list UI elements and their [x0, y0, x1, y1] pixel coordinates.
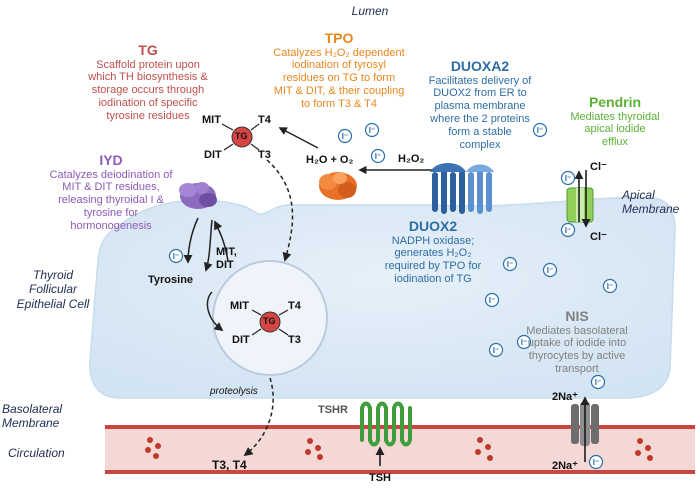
- iyd-enzyme: [179, 182, 217, 209]
- iodide-ion-label: I⁻: [489, 296, 495, 305]
- tshr-label: TSHR: [318, 404, 348, 416]
- iodide-ion-label: I⁻: [375, 152, 381, 161]
- iodide-ion: I⁻: [588, 454, 604, 470]
- circulation-label: Circulation: [8, 446, 65, 460]
- iodide-ion: I⁻: [560, 170, 576, 186]
- iodide-ion-label: I⁻: [565, 226, 571, 235]
- tyrosine-recycle-arrow: [206, 291, 224, 332]
- iodide-ion: I⁻: [532, 122, 548, 138]
- iodide-ion-label: I⁻: [537, 126, 543, 135]
- pendrin-title: Pendrin: [588, 94, 642, 110]
- tg-ball-lumen: [231, 126, 253, 148]
- tg-ball-label-vesicle: TG: [263, 316, 276, 326]
- tpo-enzyme: [319, 172, 357, 200]
- pendrin-transporter: [566, 170, 594, 228]
- mit-dit-label: MIT,DIT: [216, 246, 237, 271]
- iodide-ion-label: I⁻: [493, 346, 499, 355]
- t3-t4-secreted-label: T3, T4: [212, 458, 247, 472]
- iodide-ion: I⁻: [364, 122, 380, 138]
- cl-label-bottom: Cl⁻: [590, 231, 607, 243]
- iodide-ion-label: I⁻: [507, 260, 513, 269]
- tyrosine-label: Tyrosine: [148, 274, 194, 286]
- iodide-ion-label: I⁻: [173, 252, 179, 261]
- tg-title: TG: [138, 42, 158, 58]
- iodide-ion: I⁻: [502, 256, 518, 272]
- duox2-duoxa2-complex: [430, 163, 494, 214]
- nis-transporter: [571, 396, 599, 462]
- secretion-arrow: [243, 377, 274, 457]
- iodide-ion: I⁻: [542, 262, 558, 278]
- iodide-ion-label: I⁻: [607, 282, 613, 291]
- iodide-ion-label: I⁻: [547, 266, 553, 275]
- nis-title: NIS: [565, 308, 589, 324]
- lumen-label: Lumen: [351, 4, 389, 18]
- mit-label-vesicle: MIT: [230, 300, 249, 312]
- t3-label-vesicle: T3: [288, 334, 301, 346]
- tpo-to-tg-arrow: [278, 127, 319, 149]
- tpo-title: TPO: [324, 30, 354, 46]
- iodide-ion-label: I⁻: [369, 126, 375, 135]
- iodide-ion: I⁻: [602, 278, 618, 294]
- duoxa2-title: DUOXA2: [450, 58, 510, 74]
- iodide-ion: I⁻: [590, 374, 606, 390]
- proteolysis-label: proteolysis: [210, 386, 258, 397]
- mit-label-lumen: MIT: [202, 114, 221, 126]
- iodide-ion: I⁻: [337, 128, 353, 144]
- iodide-ion-label: I⁻: [595, 378, 601, 387]
- tsh-label: TSH: [369, 472, 391, 484]
- t4-label-lumen: T4: [258, 114, 271, 126]
- iodide-ion: I⁻: [488, 342, 504, 358]
- dit-label-vesicle: DIT: [232, 334, 250, 346]
- dit-label-lumen: DIT: [204, 149, 222, 161]
- iodide-ion-label: I⁻: [521, 338, 527, 347]
- tg-ball-vesicle: [259, 311, 281, 333]
- iodide-ion: I⁻: [168, 248, 184, 264]
- iyd-arrow-from-mitdit: [214, 220, 229, 263]
- iyd-arrow-to-iodide: [183, 217, 199, 264]
- iodide-ion: I⁻: [484, 292, 500, 308]
- iodide-ion-label: I⁻: [593, 458, 599, 467]
- na-label-bottom: 2Na⁺: [552, 460, 578, 472]
- iyd-title: IYD: [99, 152, 123, 168]
- red-blood-cells: [145, 437, 653, 461]
- duox2-title: DUOX2: [408, 218, 458, 234]
- iyd-arrow-tyrosine: [204, 219, 213, 272]
- t4-label-vesicle: T4: [288, 300, 301, 312]
- iodide-ion-label: I⁻: [565, 174, 571, 183]
- h2o2-label: H₂O₂: [398, 153, 425, 165]
- iodide-ions: I⁻ I⁻ I⁻ I⁻ I⁻ I⁻ I⁻ I⁻ I⁻ I⁻ I⁻ I⁻ I⁻ I⁻ I⁻: [168, 122, 618, 470]
- tshr-receptor: [360, 401, 412, 447]
- iodide-ion: I⁻: [370, 148, 386, 164]
- cl-label-top: Cl⁻: [590, 161, 607, 173]
- na-label-top: 2Na⁺: [552, 391, 578, 403]
- iodide-ion: I⁻: [516, 334, 532, 350]
- blood-vessel-wall-bottom: [105, 470, 695, 474]
- tg-ball-label-lumen: TG: [235, 131, 248, 141]
- iodide-ion-label: I⁻: [342, 132, 348, 141]
- t3-label-lumen: T3: [258, 149, 271, 161]
- iodide-ion: I⁻: [560, 222, 576, 238]
- h2o-o2-label: H₂O + O₂: [306, 154, 354, 166]
